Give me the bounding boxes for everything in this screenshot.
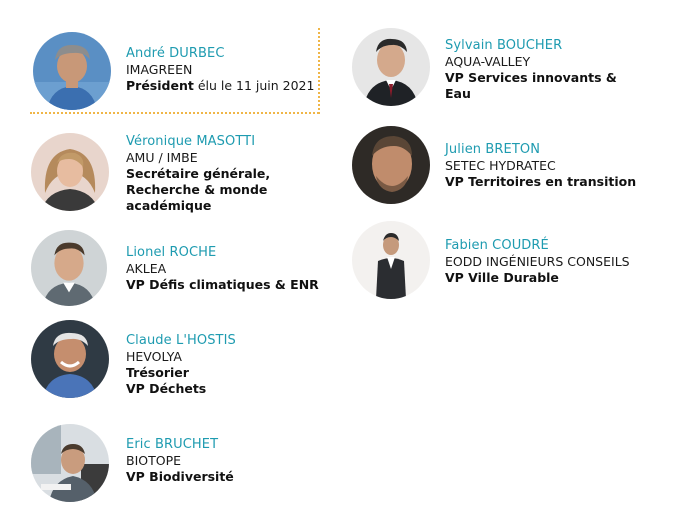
avatar-sylvain-boucher: [352, 28, 430, 106]
member-role-line: Eau: [445, 86, 471, 101]
member-card-julien-breton: Julien BRETON SETEC HYDRATEC VP Territoi…: [445, 142, 636, 190]
member-name: Fabien COUDRÉ: [445, 238, 549, 253]
member-name: André DURBEC: [126, 46, 225, 61]
member-role-line: VP Déchets: [126, 381, 207, 396]
member-org: HEVOLYA: [126, 349, 182, 364]
member-card-veronique-masotti: Véronique MASOTTI AMU / IMBE Secrétaire …: [126, 134, 270, 214]
portrait-eric-bruchet-icon: [31, 424, 109, 502]
portrait-fabien-coudre-icon: [352, 221, 430, 299]
president-frame-vertical: [318, 28, 320, 114]
member-card-fabien-coudre: Fabien COUDRÉ EODD INGÉNIEURS CONSEILS V…: [445, 238, 630, 286]
member-role-line: VP Territoires en transition: [445, 174, 637, 189]
member-name: Eric BRUCHET: [126, 437, 219, 452]
portrait-lionel-roche-icon: [31, 230, 107, 306]
portrait-claude-lhostis-icon: [31, 320, 109, 398]
member-name: Véronique MASOTTI: [126, 134, 256, 149]
member-org: AQUA-VALLEY: [445, 54, 531, 69]
member-card-claude-lhostis: Claude L'HOSTIS HEVOLYA Trésorier VP Déc…: [126, 333, 236, 397]
member-org: AKLEA: [126, 261, 167, 276]
member-org: SETEC HYDRATEC: [445, 158, 556, 173]
member-org: IMAGREEN: [126, 62, 193, 77]
member-org: EODD INGÉNIEURS CONSEILS: [445, 254, 630, 269]
member-name: Lionel ROCHE: [126, 245, 217, 260]
member-role-line: VP Ville Durable: [445, 270, 559, 285]
member-name: Claude L'HOSTIS: [126, 333, 236, 348]
member-org: AMU / IMBE: [126, 150, 198, 165]
portrait-andre-durbec-icon: [33, 32, 111, 110]
portrait-sylvain-boucher-icon: [352, 28, 430, 106]
avatar-lionel-roche: [31, 230, 107, 306]
member-role-line: académique: [126, 198, 212, 213]
avatar-julien-breton: [352, 126, 430, 204]
member-name: Sylvain BOUCHER: [445, 38, 563, 53]
member-role-line: VP Services innovants &: [445, 70, 617, 85]
member-card-andre-durbec: André DURBEC IMAGREEN Président élu le 1…: [126, 46, 314, 94]
member-name: Julien BRETON: [445, 142, 541, 157]
avatar-veronique-masotti: [31, 133, 109, 211]
member-role-line: VP Biodiversité: [126, 469, 234, 484]
portrait-veronique-masotti-icon: [31, 133, 109, 211]
member-card-eric-bruchet: Eric BRUCHET BIOTOPE VP Biodiversité: [126, 437, 234, 485]
member-card-sylvain-boucher: Sylvain BOUCHER AQUA-VALLEY VP Services …: [445, 38, 617, 102]
member-role-line: Recherche & monde: [126, 182, 268, 197]
president-frame-horizontal: [30, 112, 319, 114]
member-card-lionel-roche: Lionel ROCHE AKLEA VP Défis climatiques …: [126, 245, 319, 293]
member-role: Président élu le 11 juin 2021: [126, 78, 314, 94]
member-role-line: Trésorier: [126, 365, 189, 380]
member-role-line: VP Défis climatiques & ENR: [126, 277, 319, 292]
portrait-julien-breton-icon: [352, 126, 430, 204]
avatar-fabien-coudre: [352, 221, 430, 299]
member-org: BIOTOPE: [126, 453, 182, 468]
avatar-eric-bruchet: [31, 424, 109, 502]
member-role-line: Secrétaire générale,: [126, 166, 271, 181]
member-role-bold: Président: [126, 78, 194, 93]
avatar-andre-durbec: [33, 32, 111, 110]
avatar-claude-lhostis: [31, 320, 109, 398]
member-role-rest: élu le 11 juin 2021: [193, 78, 315, 93]
